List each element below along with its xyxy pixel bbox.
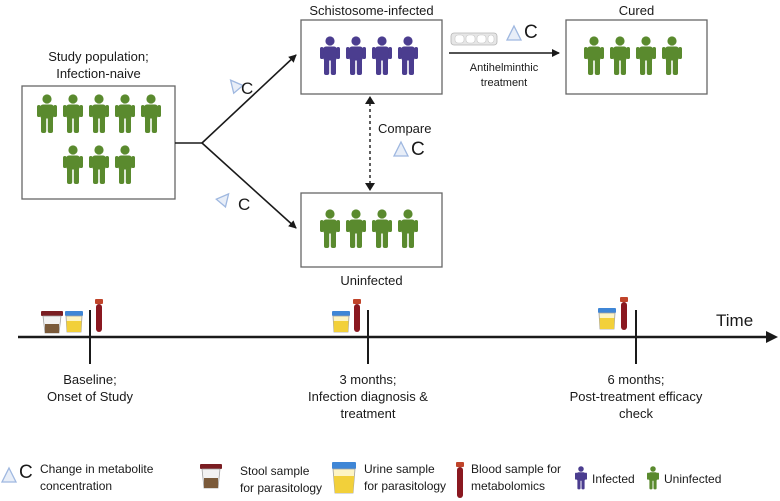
legend-stool-icon: [200, 464, 222, 489]
blood-sample-icon-3-months: [353, 299, 361, 332]
compare-arrowhead-down: [365, 183, 375, 191]
treatment-label: treatment: [480, 77, 528, 89]
timepoint-3-months-line2: Infection diagnosis &: [308, 389, 428, 404]
uninfected-box-title: Uninfected: [340, 273, 403, 288]
stool-sample-icon-baseline: [41, 311, 63, 334]
arrow-to-uninfected: [201, 142, 297, 229]
legend-stool-line1: Stool sample: [240, 464, 310, 478]
timepoint-6-months-line1: 6 months;: [607, 372, 665, 387]
arrow-to-infected: [201, 54, 297, 144]
timepoint-6-months-line3: check: [619, 406, 653, 421]
compare-label: Compare: [378, 121, 432, 136]
urine-sample-icon-6-months: [598, 308, 616, 330]
delta-icon-compare: [392, 140, 410, 157]
blood-sample-icon-6-months: [620, 297, 628, 330]
blood-sample-icon-baseline: [95, 299, 103, 332]
cured-box-title: Cured: [618, 3, 655, 18]
timeline-axis-label: Time: [716, 311, 754, 330]
legend-urine-line2: for parasitology: [364, 479, 447, 493]
timepoint-baseline-line2: Onset of Study: [47, 389, 133, 404]
delta-c-compare: C: [411, 139, 425, 160]
delta-c-upper: C: [241, 79, 254, 98]
delta-icon-treatment: [505, 24, 523, 41]
legend-blood-icon: [456, 462, 464, 498]
legend-metabolite-line2: concentration: [40, 479, 113, 493]
delta-icon-upper: [229, 79, 245, 95]
legend-urine-icon: [332, 462, 356, 494]
legend-uninfected-icon: [647, 466, 659, 490]
legend-stool-line2: for parasitology: [240, 481, 323, 495]
legend-delta-icon: [0, 466, 18, 483]
infected-box-title: Schistosome-infected: [309, 3, 434, 18]
timeline-arrowhead: [766, 331, 778, 343]
timepoint-baseline-line1: Baseline;: [63, 372, 117, 387]
legend-blood-line2: metabolomics: [471, 479, 546, 493]
timepoint-3-months-line1: 3 months;: [339, 372, 397, 387]
urine-sample-icon-baseline: [65, 311, 83, 333]
timepoint-3-months-line3: treatment: [340, 406, 396, 421]
antihelminthic-label: Antihelminthic: [469, 62, 539, 74]
legend-blood-line1: Blood sample for: [471, 462, 562, 476]
timepoint-6-months-line2: Post-treatment efficacy: [569, 389, 703, 404]
legend-urine-line1: Urine sample: [364, 462, 435, 476]
legend-uninfected: Uninfected: [664, 472, 722, 486]
delta-icon-lower: [215, 192, 230, 209]
delta-c-treatment: C: [524, 22, 538, 43]
legend-infected-icon: [575, 466, 587, 490]
pill-icon: [450, 32, 498, 46]
delta-c-lower: C: [238, 195, 251, 214]
urine-sample-icon-3-months: [332, 311, 350, 333]
study-population-label: Study population;: [48, 49, 149, 64]
legend-infected: Infected: [592, 472, 635, 486]
infection-naive-label: Infection-naive: [56, 66, 141, 81]
legend-metabolite-line1: Change in metabolite: [40, 462, 154, 476]
legend-delta-c: C: [19, 462, 33, 483]
compare-arrowhead-up: [365, 96, 375, 104]
